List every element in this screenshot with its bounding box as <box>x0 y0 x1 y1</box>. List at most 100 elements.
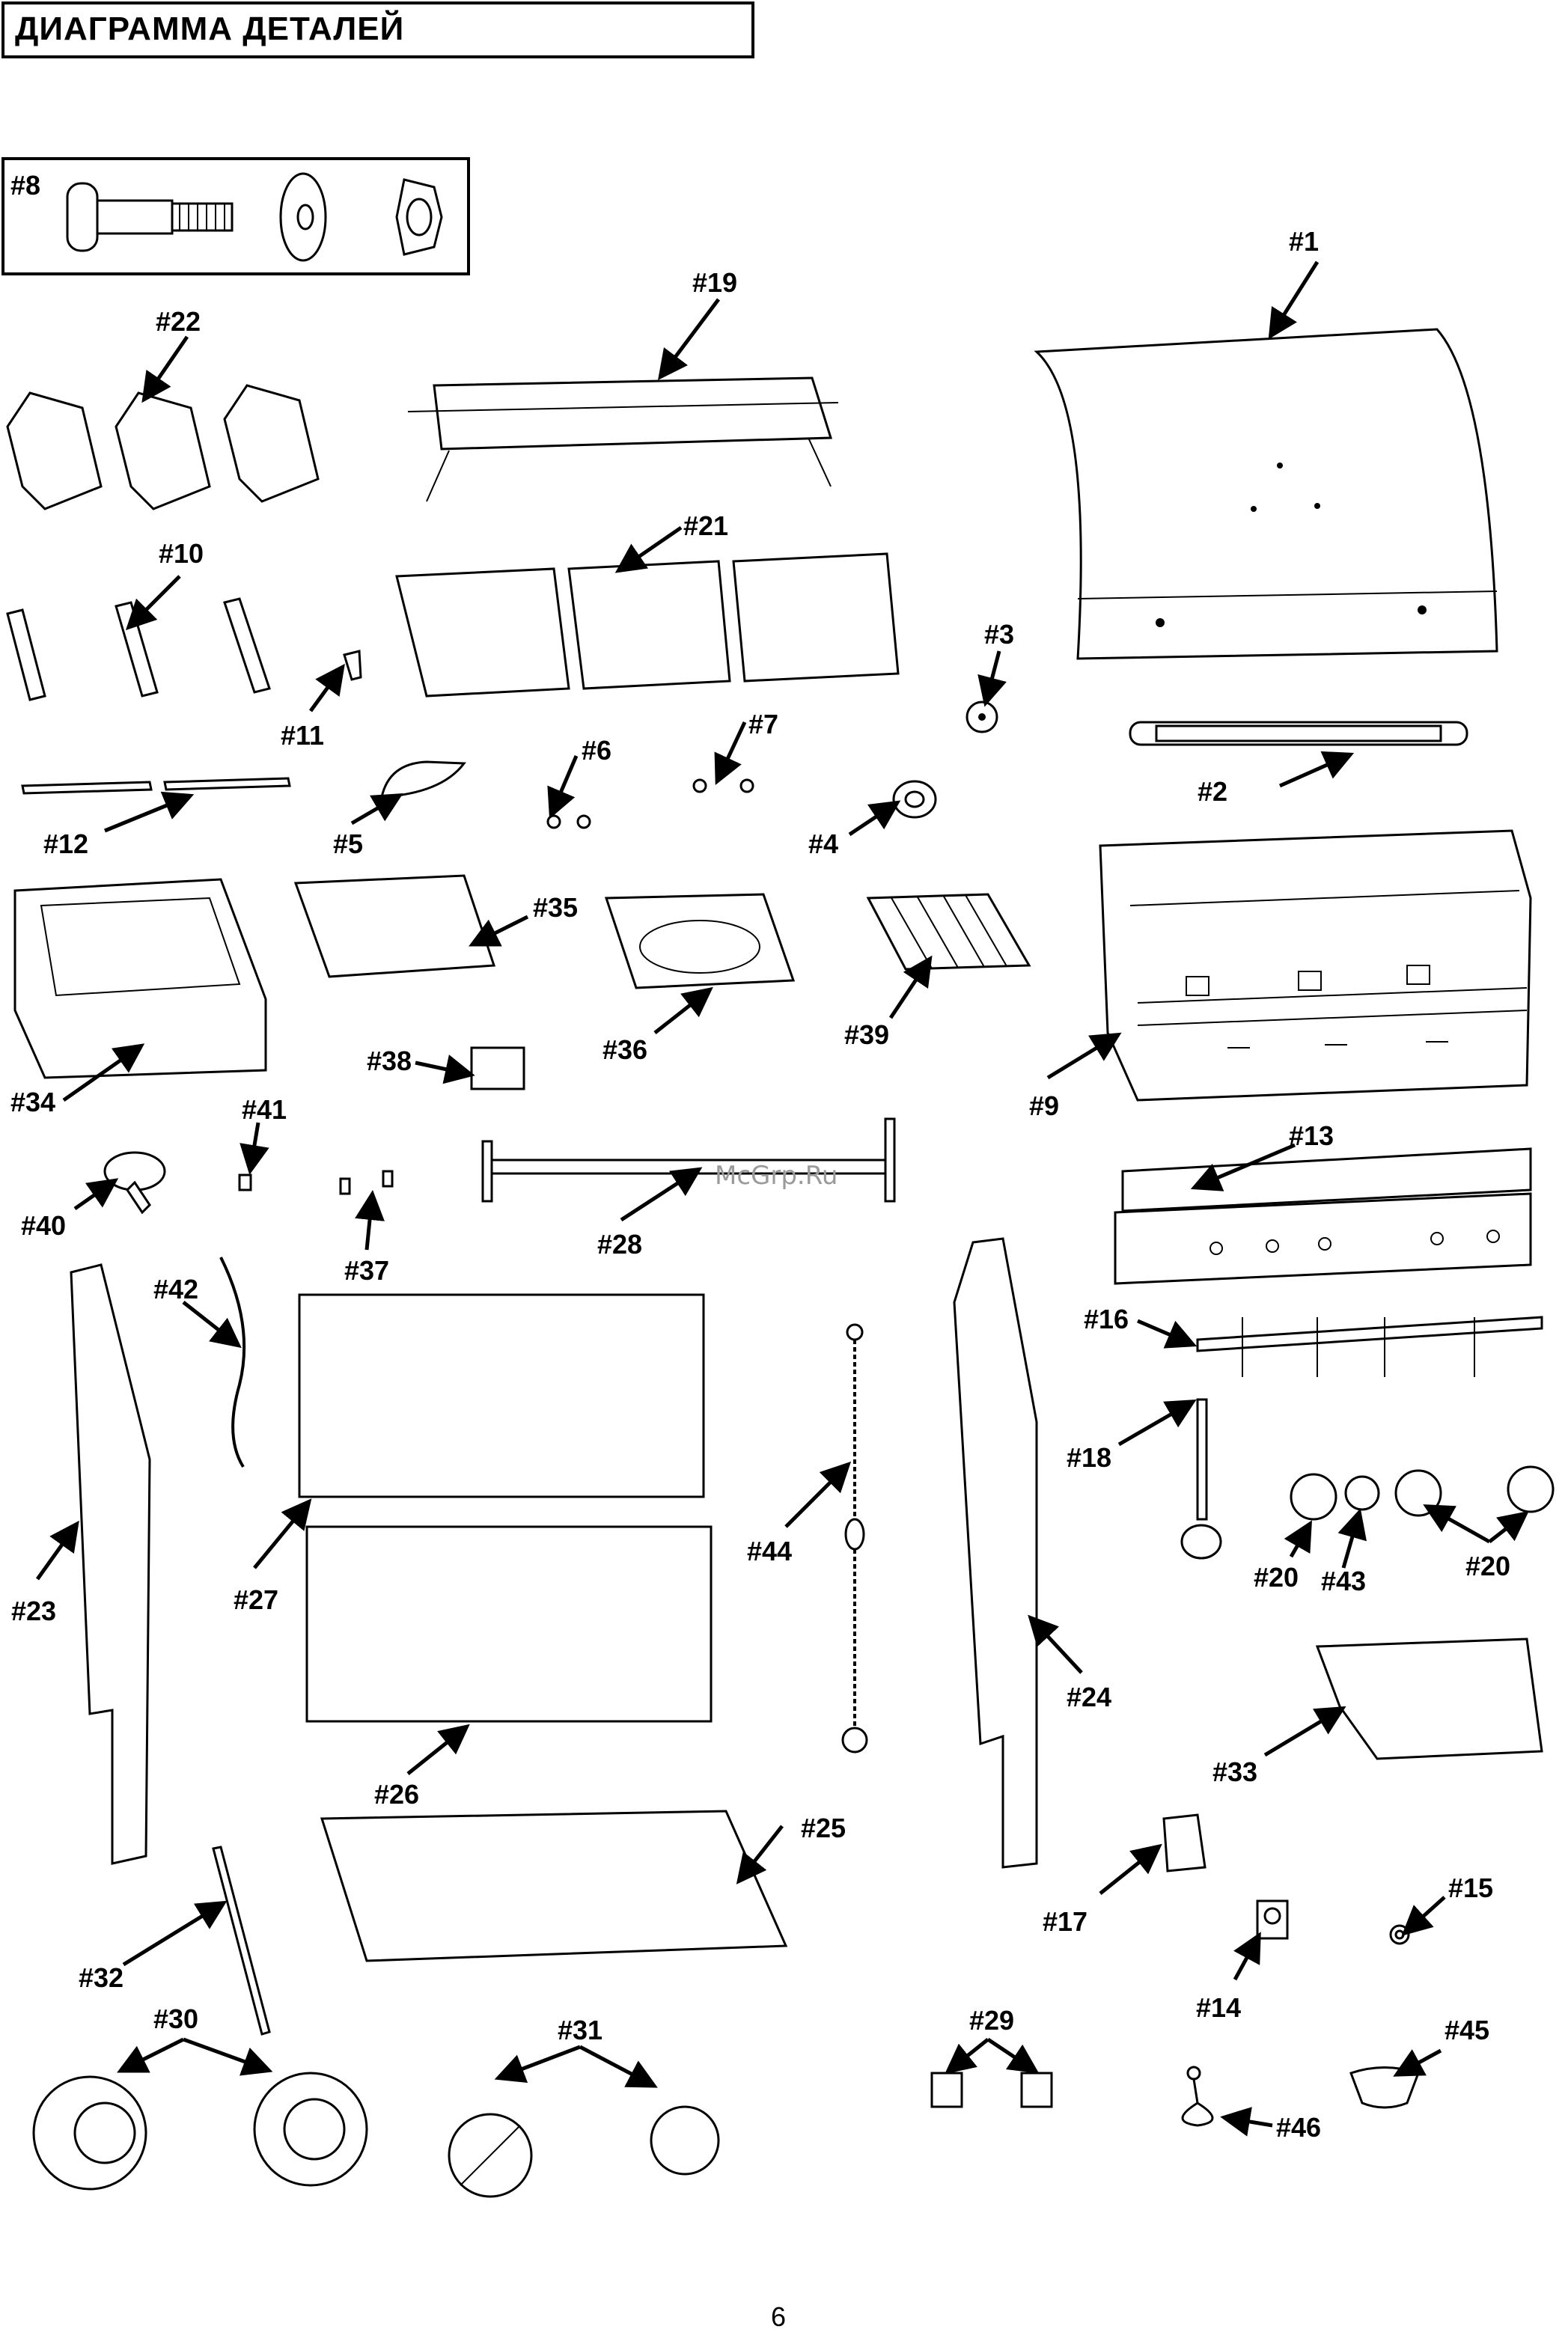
part-firebox <box>1100 831 1531 1100</box>
label-28: #28 <box>597 1229 642 1260</box>
label-35: #35 <box>533 892 578 923</box>
part-lid <box>1037 329 1497 659</box>
label-32: #32 <box>79 1962 123 1993</box>
part-nameplate <box>382 762 464 797</box>
arrow-17 <box>1100 1849 1156 1893</box>
arrow-37 <box>367 1197 372 1250</box>
label-12: #12 <box>43 828 88 859</box>
label-9: #9 <box>1029 1090 1059 1121</box>
part-side-burner <box>105 1153 165 1212</box>
arrow-20-a <box>1291 1527 1308 1557</box>
arrow-31-a <box>501 2047 580 2077</box>
label-5: #5 <box>333 828 363 859</box>
part-burner-supports <box>22 778 290 793</box>
part-grease-cup <box>1351 2068 1418 2108</box>
arrow-16 <box>1138 1321 1190 1343</box>
arrow-24 <box>1033 1620 1082 1673</box>
arrow-43 <box>1343 1516 1358 1568</box>
arrow-26 <box>408 1729 464 1774</box>
label-16: #16 <box>1084 1304 1129 1334</box>
label-26: #26 <box>374 1779 419 1810</box>
label-44: #44 <box>747 1536 792 1566</box>
arrow-4 <box>849 805 894 834</box>
part-control-panel <box>1115 1149 1531 1284</box>
arrow-44 <box>786 1467 846 1527</box>
label-29: #29 <box>969 2005 1014 2036</box>
label-15: #15 <box>1448 1873 1493 1903</box>
part-chain <box>843 1325 867 1752</box>
arrow-12 <box>105 797 187 831</box>
label-4: #4 <box>808 828 838 859</box>
part-cooking-grates <box>397 554 898 696</box>
part-bracket <box>1164 1815 1205 1871</box>
part-washer <box>281 174 326 260</box>
part-axle <box>213 1847 269 2034</box>
label-17: #17 <box>1043 1906 1087 1937</box>
label-36: #36 <box>603 1034 647 1065</box>
part-side-burner-pan <box>606 894 793 988</box>
part-left-leg <box>71 1265 150 1864</box>
arrow-28 <box>621 1171 696 1220</box>
part-back-panel <box>307 1527 711 1721</box>
page-number: 6 <box>771 2301 786 2333</box>
part-bracket-38 <box>472 1048 524 1089</box>
arrow-9 <box>1048 1037 1115 1078</box>
label-7: #7 <box>748 709 778 739</box>
label-19: #19 <box>692 267 737 298</box>
arrow-25 <box>741 1826 782 1878</box>
arrow-30-a <box>123 2039 183 2069</box>
part-igniter-wire <box>221 1257 244 1467</box>
label-8: #8 <box>10 170 40 201</box>
part-collector <box>344 651 361 680</box>
arrow-38 <box>415 1063 468 1074</box>
label-43: #43 <box>1321 1566 1366 1596</box>
arrow-22 <box>146 337 187 397</box>
label-10: #10 <box>159 538 204 569</box>
label-2: #2 <box>1198 776 1227 807</box>
label-45: #45 <box>1445 2015 1489 2045</box>
arrow-5 <box>352 797 397 823</box>
part-spacers <box>341 1171 392 1194</box>
part-handle <box>1130 722 1467 745</box>
arrow-27 <box>254 1504 307 1568</box>
arrow-29-a <box>951 2039 988 2069</box>
arrow-1 <box>1272 262 1317 333</box>
part-screws-6 <box>548 816 590 828</box>
part-right-leg <box>954 1239 1037 1867</box>
watermark: McGrp.Ru <box>715 1161 838 1191</box>
arrow-45 <box>1400 2051 1441 2073</box>
part-burners <box>7 599 269 700</box>
label-34: #34 <box>10 1087 55 1117</box>
label-11: #11 <box>281 720 324 751</box>
arrow-36 <box>655 992 707 1033</box>
part-nuts-7 <box>694 780 753 792</box>
part-warming-rack <box>408 378 838 501</box>
arrow-41 <box>251 1123 258 1168</box>
arrow-20-c <box>1489 1516 1523 1542</box>
arrow-18 <box>1119 1403 1190 1444</box>
arrow-10 <box>131 576 180 625</box>
label-41: #41 <box>242 1094 287 1125</box>
label-37: #37 <box>344 1255 389 1286</box>
label-46: #46 <box>1276 2112 1321 2143</box>
part-knobs <box>1291 1467 1553 1519</box>
arrow-30-b <box>183 2039 266 2069</box>
part-small-knob <box>1346 1477 1379 1510</box>
part-clips <box>932 2073 1052 2107</box>
arrow-42 <box>183 1302 236 1343</box>
label-30: #30 <box>153 2003 198 2034</box>
part-wheels <box>34 2073 367 2189</box>
label-40: #40 <box>21 1210 66 1241</box>
arrow-19 <box>662 299 719 374</box>
label-39: #39 <box>844 1019 889 1050</box>
arrow-31-b <box>580 2047 651 2084</box>
label-3: #3 <box>984 619 1014 650</box>
arrow-46 <box>1227 2118 1272 2125</box>
arrow-14 <box>1235 1938 1257 1980</box>
arrow-7 <box>719 722 745 778</box>
arrow-11 <box>311 670 341 711</box>
part-bolt <box>67 183 232 251</box>
part-regulator <box>1182 1400 1221 1558</box>
part-side-burner-lid <box>296 876 494 977</box>
